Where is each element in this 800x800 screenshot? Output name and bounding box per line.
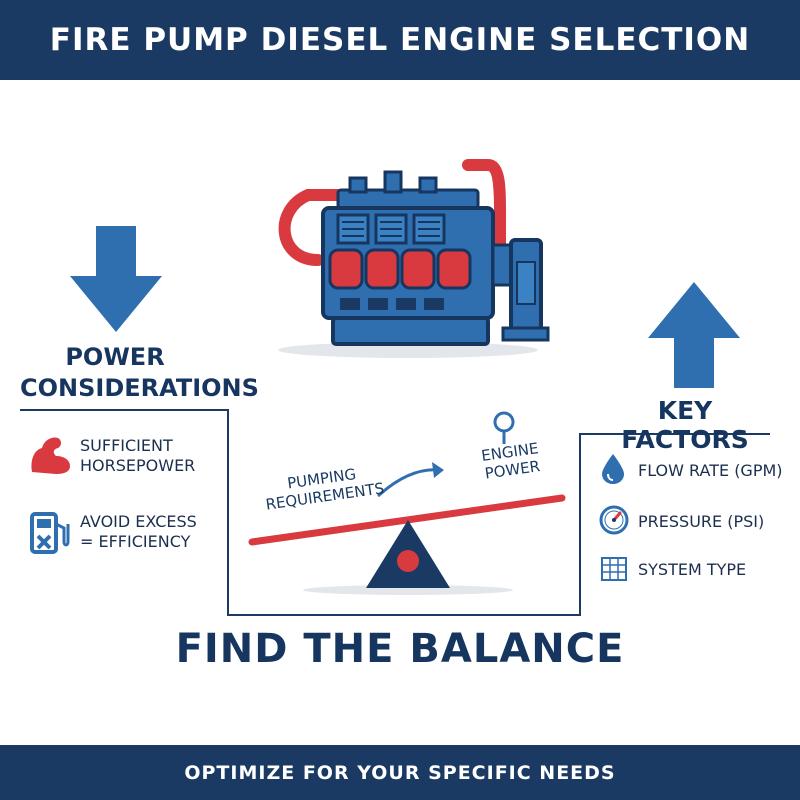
find-the-balance-caption: FIND THE BALANCE (175, 626, 625, 672)
factor-flow-rate: FLOW RATE (GPM) (638, 461, 783, 480)
left-item-efficiency: AVOID EXCESS = EFFICIENCY (80, 512, 197, 551)
grid-system-icon (601, 557, 627, 581)
water-drop-icon (602, 454, 624, 484)
pressure-gauge-icon (599, 505, 629, 535)
down-arrow-icon (70, 226, 162, 332)
left-item-horsepower: SUFFICIENT HORSEPOWER (80, 436, 196, 475)
footer-banner: OPTIMIZE FOR YOUR SPECIFIC NEEDS (0, 745, 800, 800)
flexed-arm-icon (31, 437, 70, 474)
factor-pressure: PRESSURE (PSI) (638, 512, 765, 531)
footer-tagline: OPTIMIZE FOR YOUR SPECIFIC NEEDS (184, 761, 616, 784)
fuel-pump-icon (30, 512, 70, 554)
title-banner: FIRE PUMP DIESEL ENGINE SELECTION (0, 0, 800, 80)
up-arrow-icon (648, 282, 740, 388)
seesaw-balance-illustration (248, 411, 566, 595)
factor-system-type: SYSTEM TYPE (638, 560, 747, 579)
power-considerations-heading: POWER CONSIDERATIONS (20, 343, 259, 402)
key-factors-heading: KEY FACTORS (621, 396, 749, 454)
page-title: FIRE PUMP DIESEL ENGINE SELECTION (49, 22, 751, 58)
diesel-engine-illustration (278, 159, 550, 358)
